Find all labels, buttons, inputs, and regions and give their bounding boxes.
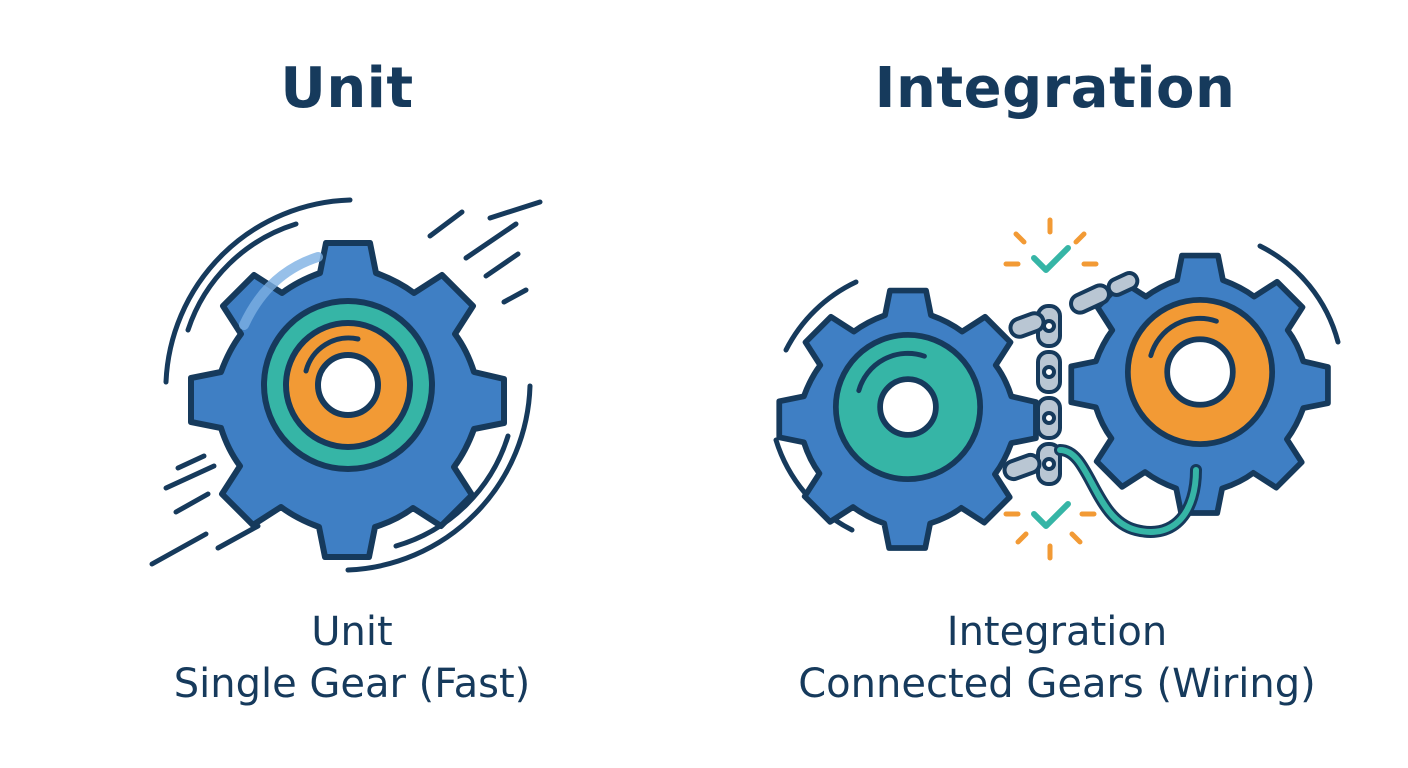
integration-caption-title: Integration bbox=[946, 609, 1168, 655]
unit-panel: Unit Unit Single Gear (Fast) bbox=[0, 56, 704, 710]
motion-arc-bottom-right bbox=[345, 383, 533, 573]
integration-caption: Integration Connected Gears (Wiring) bbox=[705, 606, 1408, 710]
checkmark-icon bbox=[1003, 217, 1099, 273]
motion-arc-top-left bbox=[163, 197, 353, 385]
motion-arc-left-top bbox=[783, 279, 859, 353]
integration-panel: Integration Integration Connected Gears … bbox=[704, 0, 1408, 768]
chain-link-icon bbox=[1002, 271, 1140, 486]
gear-icon bbox=[779, 291, 1036, 548]
unit-caption-title: Unit bbox=[311, 609, 393, 655]
speed-lines-top-right bbox=[427, 199, 543, 305]
gear-icon bbox=[1071, 256, 1328, 513]
integration-caption-subtitle: Connected Gears (Wiring) bbox=[798, 661, 1316, 707]
single-gear-icon bbox=[191, 243, 504, 557]
unit-heading: Unit bbox=[280, 56, 414, 121]
motion-arc-right-top bbox=[1257, 243, 1341, 345]
motion-arc-inner bbox=[185, 221, 299, 333]
speed-lines-bottom-left bbox=[149, 453, 261, 567]
unit-caption: Unit Single Gear (Fast) bbox=[0, 606, 704, 710]
unit-gear-illustration bbox=[149, 197, 543, 573]
integration-heading: Integration bbox=[874, 56, 1236, 121]
integration-gears-illustration bbox=[773, 217, 1341, 561]
unit-caption-subtitle: Single Gear (Fast) bbox=[173, 661, 531, 707]
checkmark-icon bbox=[1003, 501, 1097, 561]
